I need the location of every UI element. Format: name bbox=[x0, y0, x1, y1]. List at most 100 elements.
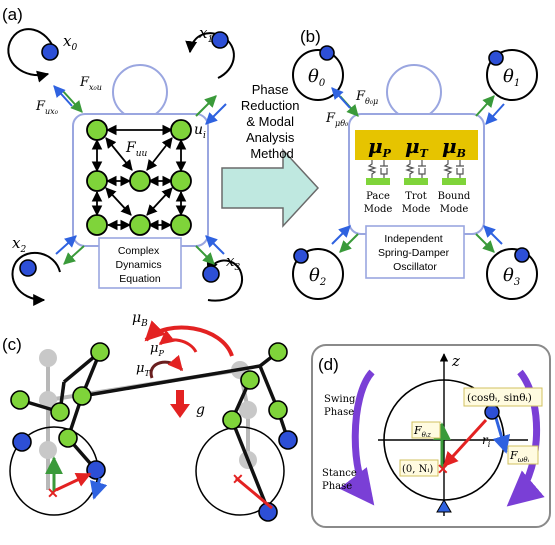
spring-dampers bbox=[367, 160, 464, 178]
mu-t: μT bbox=[405, 134, 429, 160]
coupling-arrows-a bbox=[53, 85, 227, 265]
swing-arc bbox=[339, 369, 375, 506]
panel-a: (a) bbox=[2, 5, 243, 306]
mode-base-bound bbox=[442, 178, 466, 185]
point-label-box bbox=[463, 387, 543, 407]
joint bbox=[240, 370, 260, 390]
panel-c-label: (c) bbox=[2, 335, 22, 354]
foot-circle-right bbox=[195, 426, 285, 516]
theta-0: θ0 bbox=[308, 66, 326, 89]
mu-b: μB bbox=[442, 134, 466, 160]
force-label-left-b: Fμθ₀ bbox=[325, 111, 349, 128]
radius-vector bbox=[442, 418, 488, 468]
theta-3: θ3 bbox=[503, 265, 520, 288]
origin-cross: ✕ bbox=[437, 462, 449, 478]
mode-base-pace bbox=[366, 178, 390, 185]
method-arrow-shape bbox=[221, 148, 320, 228]
osc-label-x2: x2 bbox=[12, 234, 26, 255]
mode-symbols: μP μT μB bbox=[368, 134, 466, 160]
state-dot bbox=[19, 259, 37, 277]
state-dot bbox=[514, 247, 530, 263]
mode-rotation-arrows bbox=[144, 320, 234, 357]
state-dot bbox=[293, 248, 309, 264]
joint bbox=[268, 400, 288, 420]
state-dot bbox=[319, 45, 335, 61]
method-arrow: Phase Reduction & Modal Analysis Method bbox=[221, 82, 320, 228]
oscillator-states-a bbox=[19, 31, 229, 283]
state-dot bbox=[488, 50, 504, 66]
u-label: ui bbox=[194, 122, 206, 141]
ghost-joints bbox=[39, 349, 257, 469]
foot bbox=[12, 432, 32, 452]
mu-p: μP bbox=[368, 134, 392, 160]
origin-label-box bbox=[399, 459, 439, 477]
node bbox=[86, 170, 108, 192]
robot-joints bbox=[10, 342, 288, 448]
panel-d-label: (d) bbox=[318, 355, 339, 374]
node bbox=[170, 119, 192, 141]
gravity-arrow bbox=[170, 390, 190, 418]
z-axis-label: z bbox=[451, 352, 460, 370]
up-force-label: Fθᵢz bbox=[413, 424, 431, 439]
point-label: (cosθᵢ, sinθᵢ) bbox=[467, 392, 532, 404]
method-text: Phase Reduction & Modal Analysis Method bbox=[241, 82, 303, 161]
joint bbox=[268, 342, 288, 362]
tangent-force bbox=[492, 417, 511, 454]
coupling-arrows-b bbox=[331, 87, 505, 253]
force-label-left: Fux₀ bbox=[35, 99, 59, 116]
ghost-joint bbox=[39, 441, 57, 459]
robot-head-a bbox=[112, 64, 168, 120]
state-dot bbox=[202, 265, 220, 283]
joint bbox=[72, 386, 92, 406]
ground-triangle bbox=[436, 499, 452, 513]
up-force-label-box bbox=[411, 421, 441, 439]
gravity-label: g bbox=[196, 402, 205, 418]
robot-head-b bbox=[386, 64, 442, 120]
mu-p-label: μP bbox=[150, 341, 164, 358]
ghost-joint bbox=[239, 401, 257, 419]
theta-2: θ2 bbox=[309, 265, 326, 288]
osc-label-x1: x1 bbox=[199, 24, 213, 45]
mode-bar bbox=[355, 130, 478, 160]
robot-feet bbox=[12, 430, 298, 522]
oscillator-box bbox=[365, 225, 465, 279]
joint bbox=[222, 410, 242, 430]
foot-cross-right: ✕ bbox=[232, 472, 244, 488]
node bbox=[170, 170, 192, 192]
phase-circle-0 bbox=[292, 49, 344, 101]
foot-vectors bbox=[45, 456, 273, 510]
origin-label: (0, Nᵢ) bbox=[402, 464, 433, 475]
node bbox=[86, 119, 108, 141]
panel-c: (c) bbox=[2, 310, 298, 522]
mu-b-label: μB bbox=[132, 310, 148, 329]
state-dot bbox=[41, 43, 59, 61]
node bbox=[129, 214, 151, 236]
equation-box bbox=[98, 237, 182, 289]
joint bbox=[50, 402, 70, 422]
equation-text: Complex Dynamics Equation bbox=[115, 245, 164, 285]
mode-base-trot bbox=[404, 178, 428, 185]
panel-a-label: (a) bbox=[2, 5, 23, 24]
state-dot bbox=[211, 31, 229, 49]
trot-arrow bbox=[149, 354, 184, 379]
network-nodes bbox=[86, 119, 192, 236]
node bbox=[86, 214, 108, 236]
force-label-top: Fx₀u bbox=[79, 75, 102, 92]
phase-circles bbox=[292, 49, 538, 300]
theta-1: θ1 bbox=[503, 66, 520, 89]
stance-arc bbox=[506, 369, 545, 507]
joint bbox=[58, 428, 78, 448]
ghost-joint bbox=[39, 349, 57, 367]
osc-label-x0: x0 bbox=[63, 32, 77, 53]
phase-point bbox=[484, 404, 500, 420]
